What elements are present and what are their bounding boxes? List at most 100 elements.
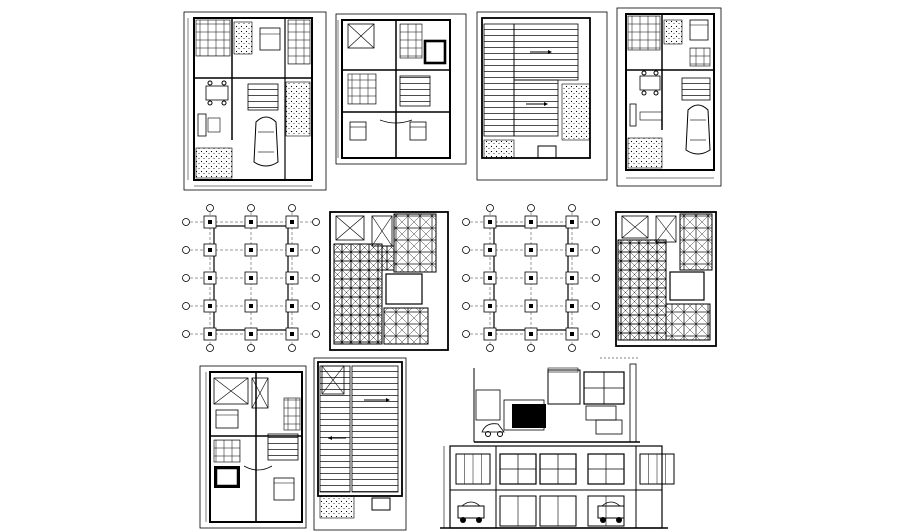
column — [249, 248, 253, 252]
axis-bubble — [592, 246, 600, 254]
axis-bubble — [247, 344, 255, 352]
axis-bubble — [312, 218, 320, 226]
bed-icon — [425, 41, 445, 63]
bed-icon — [349, 121, 367, 141]
roof-plan-2 — [313, 357, 407, 531]
slab-plan-2 — [615, 211, 717, 347]
column — [290, 220, 294, 224]
axis-bubble — [182, 302, 190, 310]
column — [529, 220, 533, 224]
stair-icon — [267, 433, 299, 461]
ground-floor-plan-2 — [616, 7, 722, 187]
axis-bubble — [312, 274, 320, 282]
slab-plan-1 — [329, 211, 449, 351]
column — [249, 332, 253, 336]
bed-icon — [216, 468, 238, 486]
column — [208, 220, 212, 224]
axis-bubble — [462, 330, 470, 338]
column — [488, 332, 492, 336]
column — [290, 332, 294, 336]
bed-icon — [409, 121, 427, 141]
shrub-icon — [233, 21, 253, 55]
void-cross-icon — [655, 215, 677, 243]
elevation-windows — [455, 453, 675, 527]
axis-bubble — [182, 246, 190, 254]
axis-bubble — [592, 218, 600, 226]
column — [529, 332, 533, 336]
axis-bubble — [312, 330, 320, 338]
axis-bubble — [462, 218, 470, 226]
void-cross-icon — [321, 365, 345, 395]
axis-bubble — [462, 274, 470, 282]
sofa-icon — [197, 113, 221, 137]
bed-icon — [215, 409, 239, 429]
column — [249, 304, 253, 308]
column — [208, 248, 212, 252]
axis-bubble — [182, 330, 190, 338]
axis-bubble — [288, 344, 296, 352]
axis-bubble — [206, 204, 214, 212]
shrub-icon — [285, 81, 311, 137]
shrub-icon — [195, 147, 233, 179]
column — [488, 304, 492, 308]
upper-floor-plan-1 — [335, 13, 467, 165]
column — [488, 248, 492, 252]
axis-bubble — [462, 302, 470, 310]
column — [249, 276, 253, 280]
axis-bubble — [312, 246, 320, 254]
axis-bubble — [486, 204, 494, 212]
ground-floor-plan-1 — [183, 11, 327, 191]
floor-plan-3 — [199, 365, 307, 529]
axis-bubble — [312, 302, 320, 310]
void-cross-icon — [213, 377, 249, 405]
shrub-icon — [319, 495, 355, 519]
axis-bubble — [527, 344, 535, 352]
column — [488, 220, 492, 224]
car-icon — [457, 501, 485, 523]
axis-bubble — [568, 344, 576, 352]
void-cross-icon — [371, 215, 393, 247]
column — [290, 304, 294, 308]
column — [570, 276, 574, 280]
car-icon — [253, 116, 279, 167]
axis-bubble — [182, 218, 190, 226]
axis-bubble — [592, 274, 600, 282]
column — [570, 220, 574, 224]
axis-bubble — [527, 204, 535, 212]
car-icon — [597, 501, 625, 523]
axis-bubble — [288, 204, 296, 212]
void-cross-icon — [621, 215, 649, 239]
axis-bubble — [206, 344, 214, 352]
void-cross-icon — [347, 23, 375, 49]
void-cross-icon — [251, 377, 269, 409]
column-layout-plan-1 — [182, 204, 320, 352]
stair-icon — [247, 83, 279, 111]
column — [208, 332, 212, 336]
column — [529, 276, 533, 280]
column — [529, 304, 533, 308]
bed-icon — [689, 19, 709, 41]
car-icon — [481, 423, 505, 437]
column — [570, 248, 574, 252]
shrub-icon — [561, 83, 591, 141]
axis-bubble — [462, 246, 470, 254]
axis-bubble — [592, 330, 600, 338]
column-layout-plan-2 — [462, 204, 600, 352]
column — [570, 332, 574, 336]
column — [290, 276, 294, 280]
sofa-icon — [629, 103, 663, 127]
column — [208, 276, 212, 280]
shrub-icon — [483, 139, 515, 159]
bed-icon — [273, 477, 295, 501]
dining-table-icon — [639, 70, 661, 96]
column — [488, 276, 492, 280]
side-elevation — [473, 357, 640, 443]
axis-bubble — [592, 302, 600, 310]
axis-bubble — [247, 204, 255, 212]
stair-icon — [681, 77, 711, 101]
roof-plan-1 — [476, 11, 608, 181]
bed-icon — [259, 27, 281, 51]
column — [208, 304, 212, 308]
front-elevation — [440, 445, 675, 529]
